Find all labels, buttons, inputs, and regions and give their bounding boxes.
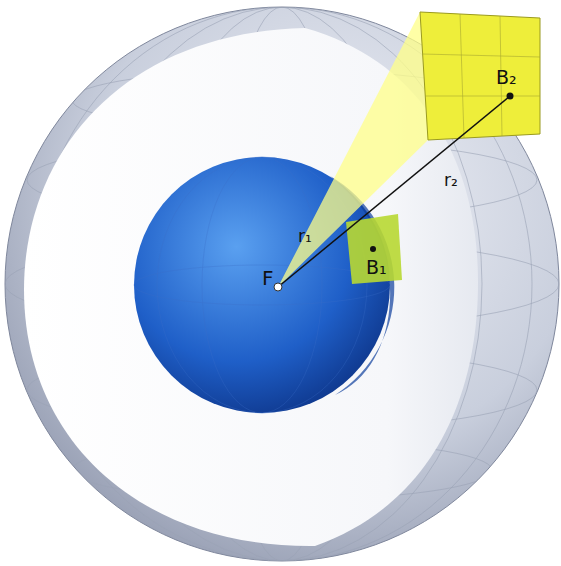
radius-label: r₂ (444, 172, 458, 189)
focus-dot (274, 283, 282, 291)
point-label: B₁ (366, 258, 387, 277)
outer-sphere (5, 7, 559, 561)
b2-dot (507, 93, 514, 100)
outer-grid (5, 7, 559, 561)
yellow-cone (278, 12, 540, 287)
point-label: F (262, 268, 274, 288)
b1-dot (370, 246, 376, 252)
point-label: B₂ (496, 68, 517, 87)
radius-line (278, 96, 510, 287)
radius-label: r₁ (298, 228, 312, 245)
